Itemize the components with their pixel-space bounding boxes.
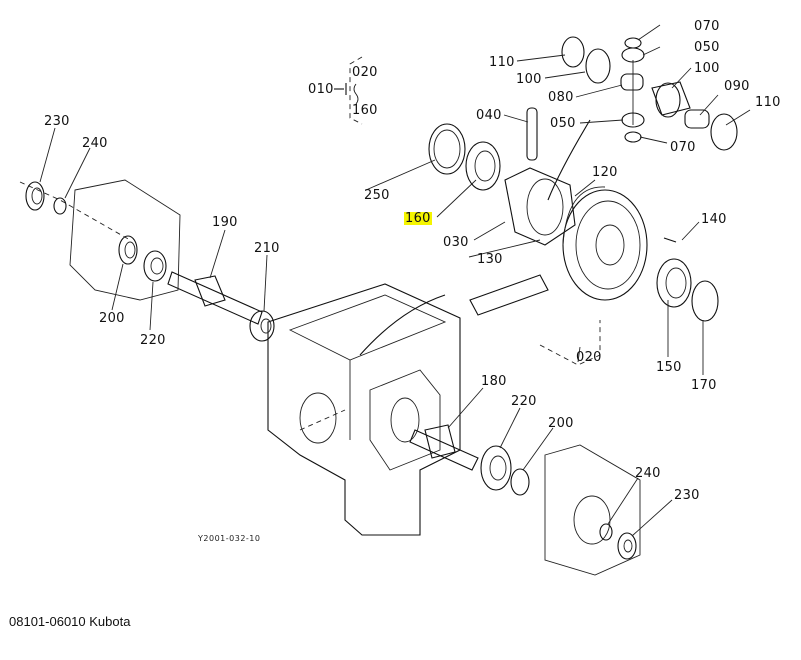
callout-170[interactable]: 170 [691, 378, 717, 393]
group-range-start: 020 [352, 65, 378, 80]
parts-diagram: 010 020 160 070 050 110 100 100 080 090 … [19, 19, 781, 576]
left-shaft-assembly [25, 181, 275, 342]
callout-140[interactable]: 140 [701, 212, 727, 227]
leader-lines [39, 24, 751, 537]
callout-070[interactable]: 070 [670, 140, 696, 155]
callout-220[interactable]: 220 [511, 394, 537, 409]
callout-090[interactable]: 090 [724, 79, 750, 94]
callout-200[interactable]: 200 [548, 416, 574, 431]
right-shaft-assembly [409, 424, 641, 576]
callout-100[interactable]: 100 [516, 72, 542, 87]
callout-200[interactable]: 200 [99, 311, 125, 326]
drawing-code: Y2001-032-10 [198, 534, 261, 543]
callout-150[interactable]: 150 [656, 360, 682, 375]
callout-020[interactable]: 020 [576, 350, 602, 365]
callout-250[interactable]: 250 [364, 188, 390, 203]
callout-240[interactable]: 240 [635, 466, 661, 481]
callout-110[interactable]: 110 [489, 55, 515, 70]
callout-230[interactable]: 230 [44, 114, 70, 129]
part-caption: 08101-06010 Kubota [9, 614, 131, 629]
callout-230[interactable]: 230 [674, 488, 700, 503]
spider-gear-assembly [561, 36, 738, 151]
callout-210[interactable]: 210 [254, 241, 280, 256]
callout-050[interactable]: 050 [694, 40, 720, 55]
callout-110[interactable]: 110 [755, 95, 781, 110]
group-label-010: 010 [308, 82, 334, 97]
callout-180[interactable]: 180 [481, 374, 507, 389]
callout-070[interactable]: 070 [694, 19, 720, 34]
transmission-housing [267, 283, 461, 536]
differential-assembly [428, 107, 719, 366]
callout-130[interactable]: 130 [477, 252, 503, 267]
callout-030[interactable]: 030 [443, 235, 469, 250]
callout-050[interactable]: 050 [550, 116, 576, 131]
callout-220[interactable]: 220 [140, 333, 166, 348]
callout-100[interactable]: 100 [694, 61, 720, 76]
callout-040[interactable]: 040 [476, 108, 502, 123]
exploded-view-drawing [19, 24, 751, 576]
callout-190[interactable]: 190 [212, 215, 238, 230]
group-bracket [334, 56, 363, 125]
callout-160-highlighted[interactable]: 160 [404, 211, 432, 226]
left-cover [19, 179, 181, 301]
callout-120[interactable]: 120 [592, 165, 618, 180]
group-range-end: 160 [352, 103, 378, 118]
callout-240[interactable]: 240 [82, 136, 108, 151]
callout-080[interactable]: 080 [548, 90, 574, 105]
